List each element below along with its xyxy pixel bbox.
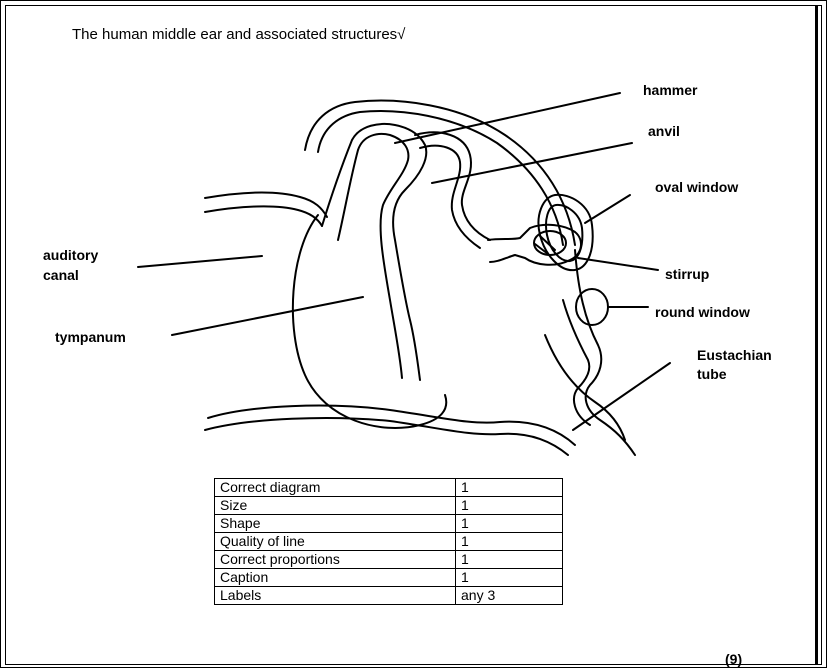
criterion-cell: Correct diagram	[215, 479, 456, 497]
eustachian-tube-upper	[545, 335, 625, 440]
label-eustachian-1: Eustachian	[697, 346, 772, 364]
label-round-window: round window	[655, 303, 750, 321]
label-stirrup: stirrup	[665, 265, 709, 283]
canal-upper-wall-inner	[205, 206, 322, 226]
label-auditory-1: auditory	[43, 246, 98, 264]
criterion-cell: Quality of line	[215, 533, 456, 551]
criterion-cell: Correct proportions	[215, 551, 456, 569]
criterion-cell: Caption	[215, 569, 456, 587]
criterion-cell: Shape	[215, 515, 456, 533]
canal-lower-wall-outer	[208, 406, 575, 445]
label-oval-window: oval window	[655, 178, 738, 196]
round-window	[576, 289, 608, 325]
mark-cell: 1	[456, 569, 563, 587]
criterion-cell: Labels	[215, 587, 456, 605]
label-auditory-2: canal	[43, 266, 79, 284]
tympanum-outline	[293, 215, 446, 428]
cavity-top-inner	[318, 111, 563, 245]
criterion-cell: Size	[215, 497, 456, 515]
tympanum-leader	[172, 297, 363, 335]
mark-cell: 1	[456, 497, 563, 515]
anvil-leader	[432, 143, 632, 183]
cavity-right-inner	[563, 300, 590, 425]
mark-cell: 1	[456, 515, 563, 533]
oval-window-leader	[585, 195, 630, 223]
label-anvil: anvil	[648, 122, 680, 140]
auditory-leader	[138, 256, 262, 267]
mark-cell: 1	[456, 533, 563, 551]
label-eustachian-2: tube	[697, 365, 727, 383]
mark-cell: 1	[456, 551, 563, 569]
total-marks: (9)	[725, 651, 742, 667]
stirrup-leader	[578, 258, 658, 270]
cavity-top-outer	[305, 101, 575, 245]
mark-cell: 1	[456, 479, 563, 497]
hammer-bone	[322, 124, 426, 380]
label-hammer: hammer	[643, 81, 697, 99]
label-tympanum: tympanum	[55, 328, 126, 346]
mark-cell: any 3	[456, 587, 563, 605]
canal-lower-wall-inner	[205, 418, 568, 455]
